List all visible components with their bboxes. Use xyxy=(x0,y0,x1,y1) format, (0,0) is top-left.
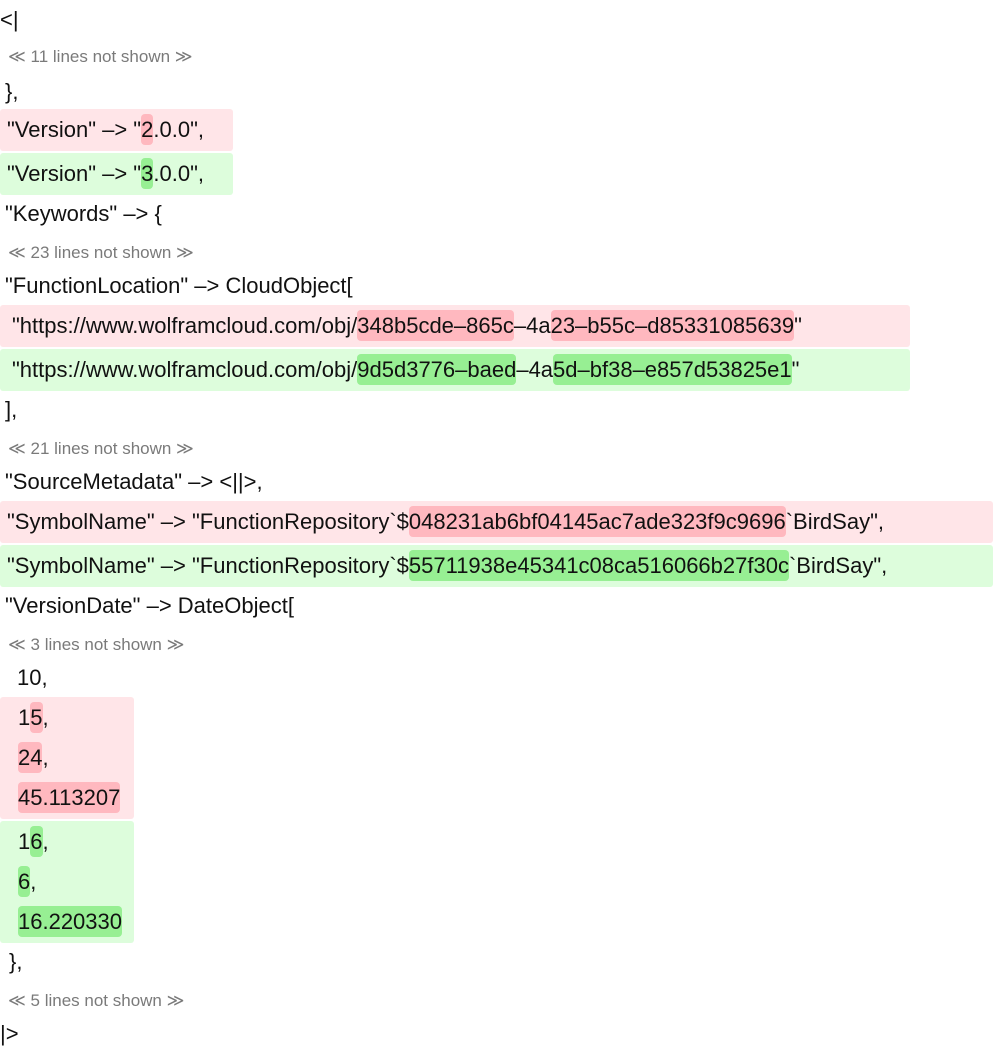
date-line-added-2: 6, xyxy=(18,865,36,899)
changed-text: 3 xyxy=(141,158,154,189)
date-line-added-3: 16.220330 xyxy=(18,905,122,939)
hidden-lines-note[interactable]: ≪ 23 lines not shown ≫ xyxy=(8,243,194,262)
changed-text: 2 xyxy=(141,114,154,145)
closing-bracket: ], xyxy=(5,397,18,422)
changed-text: 348b5cde–865c xyxy=(357,310,514,341)
version-line-added: "Version" –> "3.0.0", xyxy=(7,157,204,191)
changed-text: 9d5d3776–baed xyxy=(357,354,517,385)
association-close: |> xyxy=(0,1021,19,1046)
symbol-line-deleted: "SymbolName" –> "FunctionRepository`$048… xyxy=(7,505,884,539)
changed-text: 55711938e45341c08ca516066b27f30c xyxy=(408,550,789,581)
date-line-added-1: 16, xyxy=(18,825,49,859)
added-block-version xyxy=(0,153,233,195)
closing-brace: }, xyxy=(5,79,19,104)
changed-text: 23–b55c–d85331085639 xyxy=(550,310,795,341)
date-line-deleted-2: 24, xyxy=(18,741,49,775)
changed-text: 24 xyxy=(18,742,43,773)
hidden-lines-note[interactable]: ≪ 5 lines not shown ≫ xyxy=(8,991,185,1010)
function-location-line: "FunctionLocation" –> CloudObject[ xyxy=(5,273,353,298)
changed-text: 5d–bf38–e857d53825e1 xyxy=(553,354,792,385)
version-date-line: "VersionDate" –> DateObject[ xyxy=(5,593,294,618)
association-open: <| xyxy=(0,7,19,32)
date-line-deleted-1: 15, xyxy=(18,701,49,735)
deleted-block-version xyxy=(0,109,233,151)
changed-text: 5 xyxy=(30,702,43,733)
url-line-added: "https://www.wolframcloud.com/obj/9d5d37… xyxy=(12,353,799,387)
changed-text: 6 xyxy=(18,866,31,897)
changed-text: 45.113207 xyxy=(18,782,121,813)
changed-text: 6 xyxy=(30,826,43,857)
symbol-line-added: "SymbolName" –> "FunctionRepository`$557… xyxy=(7,549,887,583)
url-line-deleted: "https://www.wolframcloud.com/obj/348b5c… xyxy=(12,309,802,343)
changed-text: 048231ab6bf04145ac7ade323f9c9696 xyxy=(408,506,786,537)
keywords-line: "Keywords" –> { xyxy=(5,201,162,226)
hidden-lines-note[interactable]: ≪ 3 lines not shown ≫ xyxy=(8,635,185,654)
hidden-lines-note[interactable]: ≪ 11 lines not shown ≫ xyxy=(8,47,193,66)
date-line-deleted-3: 45.113207 xyxy=(18,781,121,815)
closing-brace: }, xyxy=(9,949,23,974)
date-day-line: 10, xyxy=(17,665,48,690)
source-metadata-line: "SourceMetadata" –> <||>, xyxy=(5,469,263,494)
hidden-lines-note[interactable]: ≪ 21 lines not shown ≫ xyxy=(8,439,194,458)
version-line-deleted: "Version" –> "2.0.0", xyxy=(7,113,204,147)
changed-text: 16.220330 xyxy=(18,906,122,937)
